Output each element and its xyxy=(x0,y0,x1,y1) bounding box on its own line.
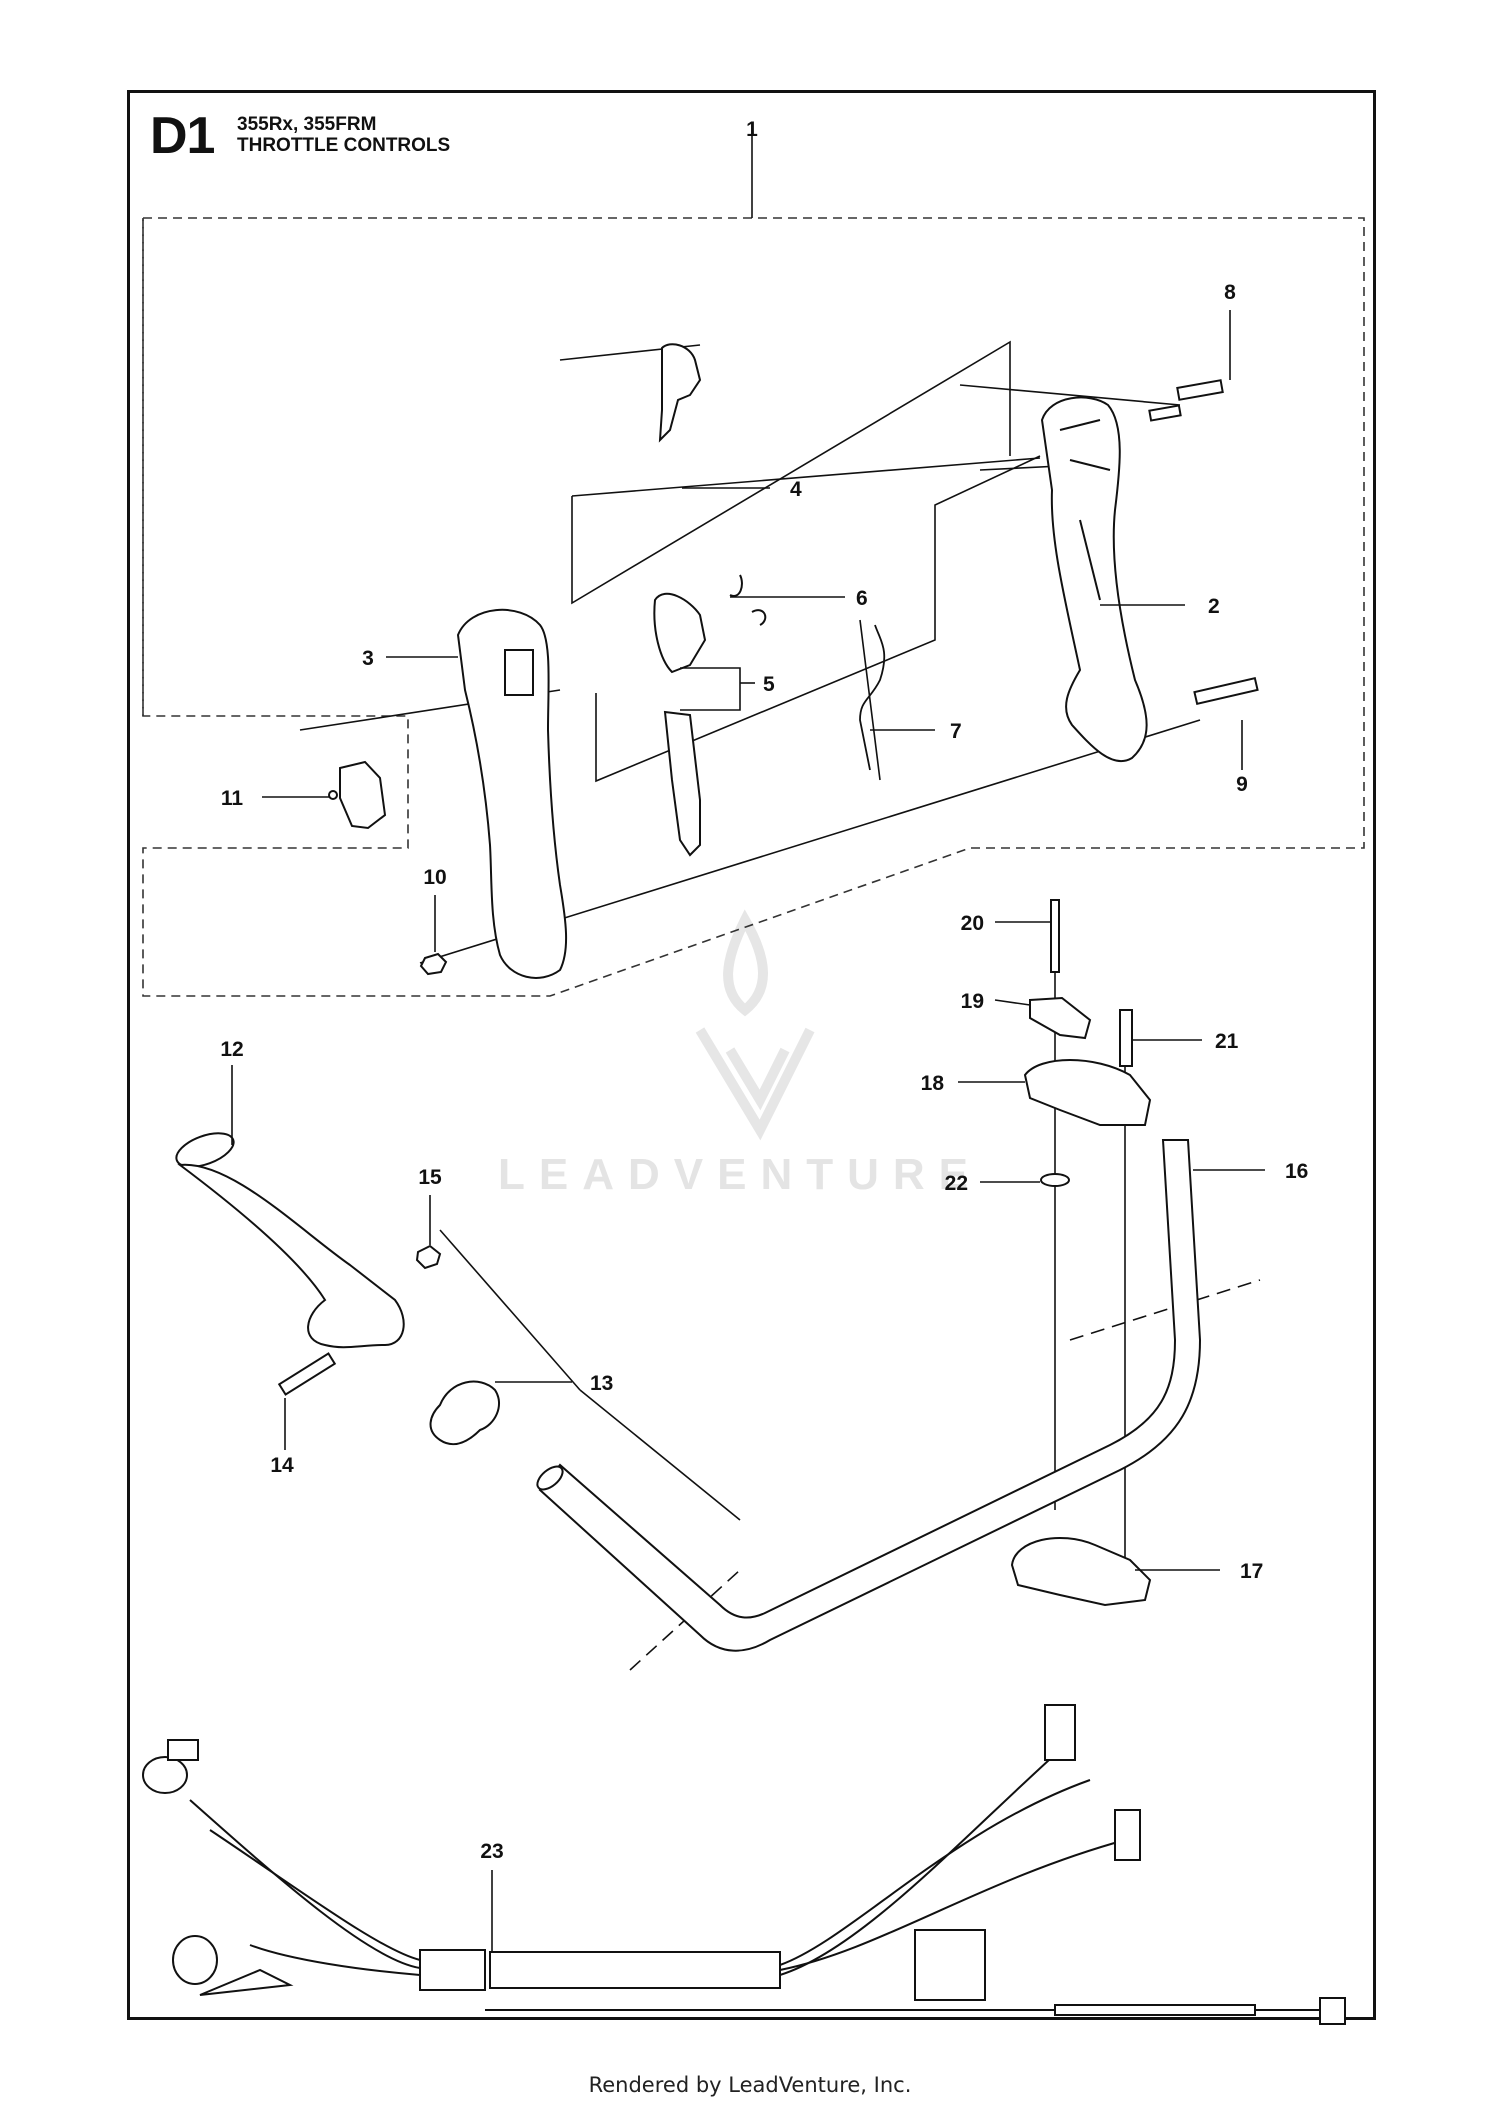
watermark-logo xyxy=(695,909,815,1141)
callout-labels: 1 2 3 4 5 6 7 8 9 10 11 12 13 14 15 16 1… xyxy=(220,118,1308,1863)
callout-13: 13 xyxy=(590,1372,613,1395)
callout-8: 8 xyxy=(1224,281,1236,304)
part-20-bolt xyxy=(1050,899,1060,973)
part-12-grip xyxy=(175,1132,405,1349)
section-title: THROTTLE CONTROLS xyxy=(237,135,451,156)
watermark-text: LEADVENTURE xyxy=(498,1150,983,1199)
part-10-nut xyxy=(419,952,448,976)
part-16-tube-end xyxy=(536,1465,564,1491)
part-4-lockout-lever xyxy=(658,343,702,443)
callout-3: 3 xyxy=(362,647,374,670)
callout-23: 23 xyxy=(480,1840,503,1863)
part-9-screw xyxy=(1193,676,1259,706)
callout-21: 21 xyxy=(1215,1030,1239,1053)
callout-9: 9 xyxy=(1236,773,1248,796)
part-8-screws xyxy=(1148,379,1224,422)
callout-16: 16 xyxy=(1285,1160,1308,1183)
part-11-stop-switch xyxy=(328,760,387,830)
callout-22: 22 xyxy=(945,1172,968,1195)
callout-5: 5 xyxy=(763,673,775,696)
callout-18: 18 xyxy=(921,1072,945,1095)
assembly-lines xyxy=(299,125,1261,1671)
part-15-nut xyxy=(415,1244,442,1270)
callout-2: 2 xyxy=(1208,595,1220,618)
callout-7: 7 xyxy=(950,720,962,743)
part-17-lower-clamp xyxy=(1010,1537,1152,1607)
callout-1: 1 xyxy=(746,118,758,141)
kit-boundary xyxy=(142,217,1365,997)
part-16-handle-tube xyxy=(538,1139,1202,1652)
part-18-upper-clamp xyxy=(1023,1059,1152,1126)
callout-6: 6 xyxy=(856,587,868,610)
callout-11: 11 xyxy=(221,787,244,810)
diagram-code: D1 xyxy=(150,107,215,165)
callout-leaders xyxy=(231,310,1265,1952)
diagram-frame xyxy=(127,90,1376,2020)
diagram-title: 355Rx, 355FRM THROTTLE CONTROLS xyxy=(237,114,450,156)
part-5-throttle-trigger xyxy=(653,592,707,857)
footer-credit: Rendered by LeadVenture, Inc. xyxy=(588,2073,912,2097)
callout-14: 14 xyxy=(270,1454,294,1477)
callout-4: 4 xyxy=(790,478,802,501)
callout-19: 19 xyxy=(961,990,984,1013)
callout-20: 20 xyxy=(961,912,984,935)
part-7-cable-wire xyxy=(859,624,886,771)
callout-15: 15 xyxy=(418,1166,442,1189)
part-2-handle-half xyxy=(1040,396,1148,763)
callout-10: 10 xyxy=(423,866,446,889)
callout-17: 17 xyxy=(1240,1560,1263,1583)
model-numbers: 355Rx, 355FRM xyxy=(237,114,377,135)
part-22-washer xyxy=(1040,1173,1070,1187)
part-3-throttle-handle xyxy=(456,608,568,979)
part-19-wing-knob xyxy=(1029,996,1092,1040)
part-6-spring xyxy=(729,574,767,626)
part-23-wire-harness xyxy=(142,1704,1346,2025)
callout-12: 12 xyxy=(220,1038,243,1061)
part-14-screw xyxy=(277,1352,337,1396)
part-21-screw xyxy=(1119,1009,1133,1067)
part-13-clamp xyxy=(429,1380,500,1446)
